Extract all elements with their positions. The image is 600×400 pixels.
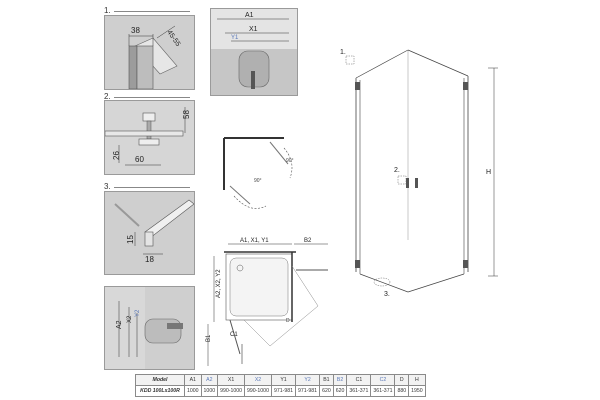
glass-y1: Y1 [231,35,239,41]
th-y2: Y2 [295,374,321,386]
step-1-label: 1. [104,6,111,15]
td-x2: 990-1000 [244,385,272,397]
plan-d: D [286,318,290,324]
th-y1: Y1 [270,374,297,386]
td-x1: 990-1000 [217,385,246,397]
td-d: 880 [394,385,410,397]
glass-detail-panel: A1 X1 Y1 [210,8,298,96]
d2-h-left: 26 [112,151,121,160]
td-b2: 620 [332,385,348,397]
step-3-line [114,187,190,188]
step-1-line [114,11,190,12]
detail-2-panel: 58 26 60 [104,100,195,175]
wall-y2: Y2 [135,309,141,317]
th-x1: X1 [217,374,246,386]
d2-h-right: 58 [182,110,191,119]
step-2-label: 2. [104,92,111,101]
glass-detail-drawing: A1 X1 Y1 [211,12,297,95]
spec-table-header: Model A1 A2 X1 X2 Y1 Y2 B1 B2 C1 C2 D H [135,374,426,386]
svg-text:90°: 90° [254,178,262,184]
wall-x2: X2 [127,315,133,323]
plan-c1: C1 [230,332,238,338]
td-a1: 1000 [184,385,202,397]
d3-w-bottom: 18 [145,255,154,264]
th-model: Model [135,374,185,386]
td-model: KDD 100Lx100R [135,385,185,397]
th-c1: C1 [346,374,372,386]
td-c1: 361-371 [346,385,372,397]
th-b1: B1 [319,374,334,386]
svg-text:90°: 90° [286,158,294,164]
plan-top-left: A1, X1, Y1 [240,238,269,244]
detail-3-panel: 15 18 [104,191,195,275]
plan-view-drawing: A1, X1, Y1 B2 A2, X2, Y2 B1 D C1 [206,238,328,366]
step-3-label: 3. [104,182,111,191]
detail-2-drawing: 58 26 60 [105,107,191,166]
wall-detail-drawing: A2 X2 Y2 [116,287,194,369]
elevation-drawing: 1. 2. 3. H [340,49,498,298]
td-a2: 1000 [200,385,219,397]
th-c2: C2 [370,374,396,386]
th-a1: A1 [184,374,202,386]
plan-b1: B1 [206,334,212,342]
td-y2: 971-981 [295,385,321,397]
th-a2: A2 [200,374,219,386]
spec-table: Model A1 A2 X1 X2 Y1 Y2 B1 B2 C1 C2 D H … [135,374,426,397]
plan-left-v: A2, X2, Y2 [216,269,222,298]
glass-x1: X1 [249,26,258,33]
td-c2: 361-371 [370,385,396,397]
th-b2: B2 [332,374,348,386]
wall-a2: A2 [116,320,123,329]
detail-3-drawing: 15 18 [114,199,194,264]
d2-w-bottom: 60 [135,155,144,164]
detail-1-panel: 38 45-55 [104,15,195,90]
d3-h-left: 15 [126,235,135,244]
step-2-line [114,97,190,98]
detail-1-drawing: 38 45-55 [128,25,181,89]
td-h: 1950 [408,385,426,397]
elev-label-1: 1. [340,49,346,56]
th-x2: X2 [244,374,272,386]
elev-h: H [486,169,491,176]
d1-w-angle: 45-55 [165,29,181,48]
elev-label-3: 3. [384,291,390,298]
elev-label-2: 2. [394,167,400,174]
td-b1: 620 [319,385,334,397]
door-swing-drawing: 90° 90° [223,137,294,209]
th-d: D [394,374,410,386]
d1-w-top: 38 [131,26,140,35]
glass-a1: A1 [245,12,254,19]
table-row: KDD 100Lx100R 1000 1000 990-1000 990-100… [135,385,426,397]
wall-detail-panel: A2 X2 Y2 [104,286,195,370]
th-h: H [408,374,426,386]
td-y1: 971-981 [270,385,297,397]
plan-top-right: B2 [304,238,312,244]
